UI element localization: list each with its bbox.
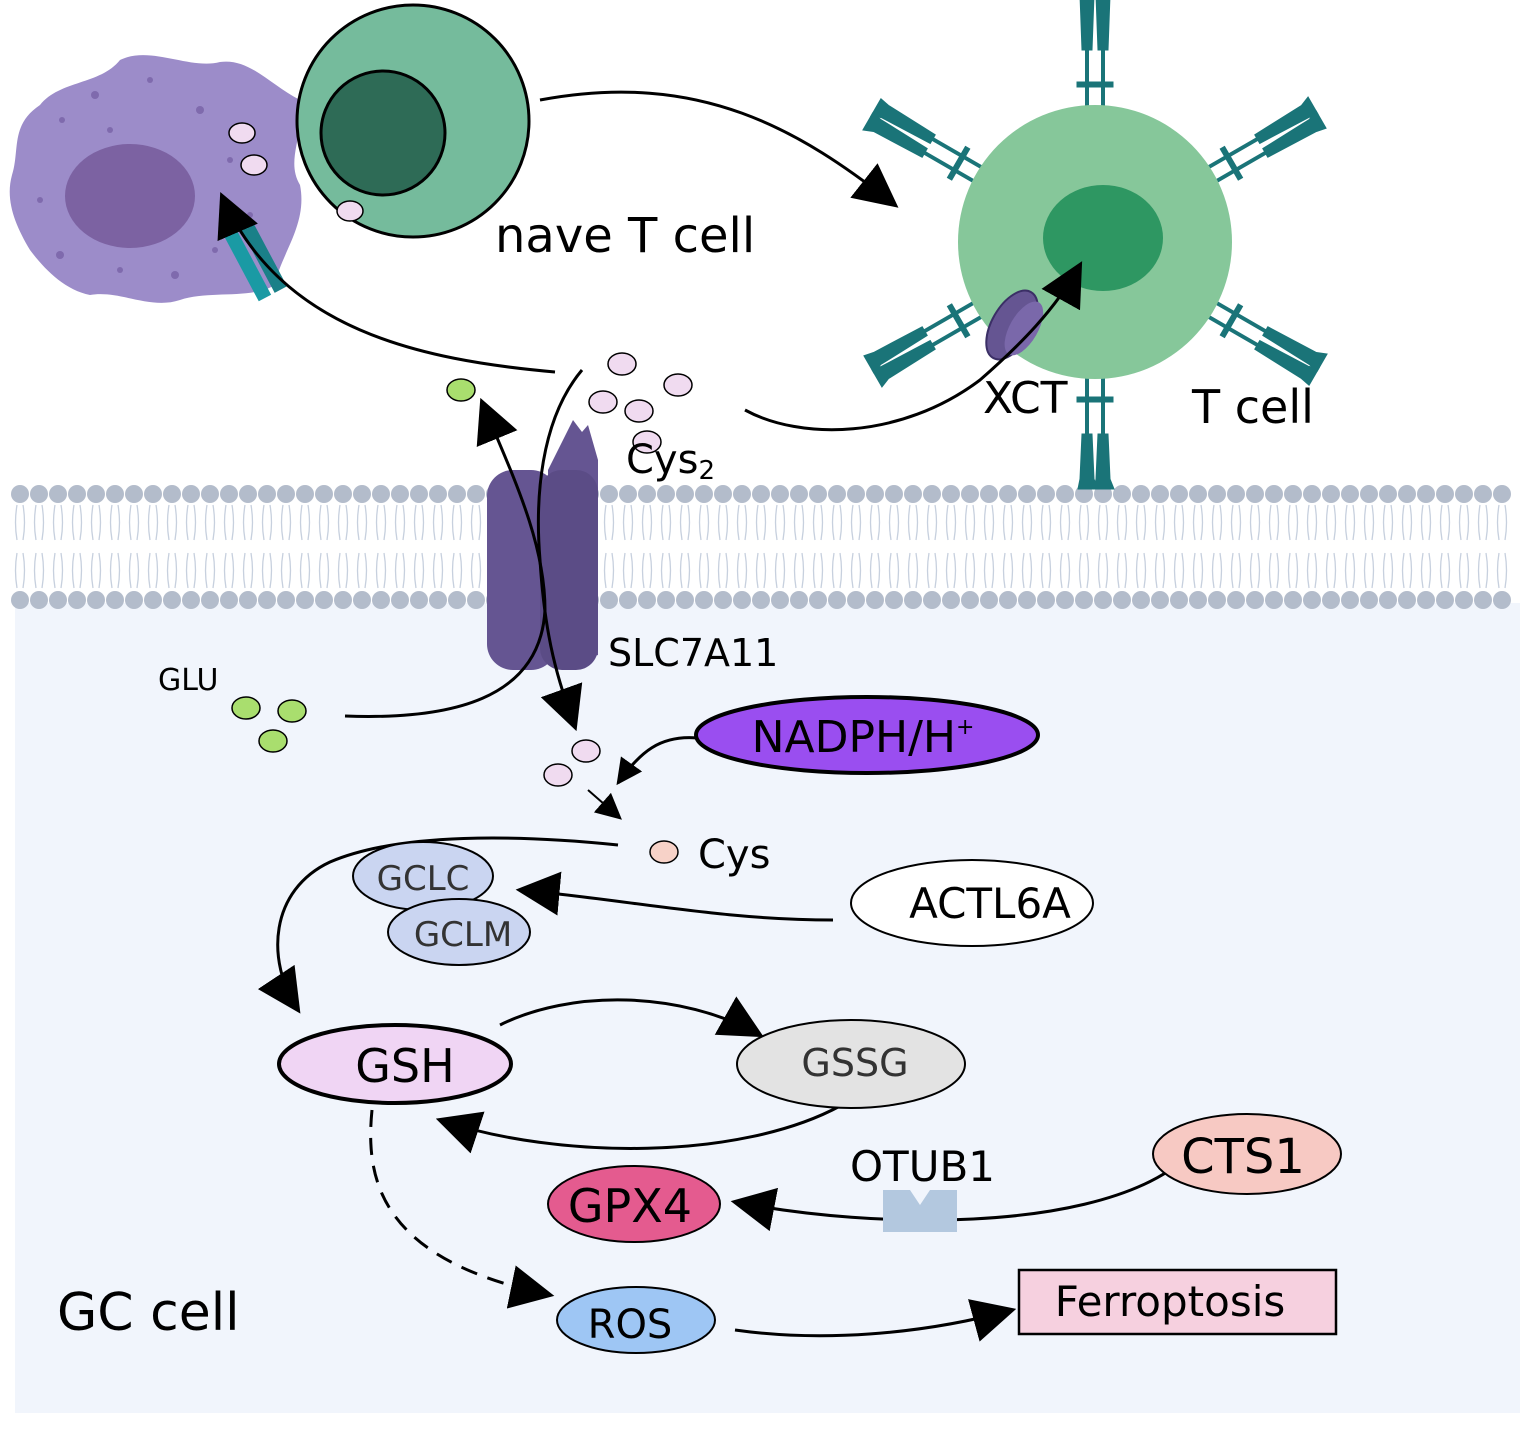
xct-label: XCT [983, 373, 1068, 424]
cystine-dots-inside [543, 739, 601, 787]
ros-node: ROS [556, 1286, 716, 1354]
glutamate-dots-inside [231, 696, 307, 753]
cts1-node: CTS1 [1152, 1113, 1342, 1195]
cys2-subscript: 2 [698, 456, 715, 486]
ferroptosis-label: Ferroptosis [1055, 1277, 1286, 1326]
svg-text:NADPH/H+: NADPH/H+ [752, 712, 975, 763]
macrophage-cell [9, 55, 302, 303]
cystine-dots-membrane [588, 352, 693, 454]
t-cell-label: T cell [1191, 380, 1314, 434]
ferroptosis-node: Ferroptosis [1017, 1268, 1338, 1336]
gsh-node: GSH [277, 1023, 513, 1105]
arrow-cystine-reduce [587, 789, 622, 820]
arrow-gsh-to-gssg [499, 996, 764, 1038]
gclc-label: GCLC [377, 859, 470, 899]
arrow-cts1-to-gpx4 [730, 1168, 1171, 1232]
nadph-superscript: + [956, 715, 974, 740]
arrow-nadph [616, 736, 698, 786]
gsh-label: GSH [355, 1039, 454, 1093]
arrow-naive-to-tcell [539, 90, 899, 208]
gssg-label: GSSG [801, 1041, 908, 1085]
glutamate-dot-outside [446, 378, 476, 402]
arrow-ros-to-ferroptosis [734, 1299, 1017, 1342]
nadph-label: NADPH/H [752, 712, 956, 763]
arrow-gssg-to-gsh [435, 1104, 841, 1154]
gpx4-label: GPX4 [568, 1179, 692, 1233]
nadph-node: NADPH/H+ [694, 695, 1040, 775]
arrow-cystine-import [536, 369, 584, 732]
naive-t-cell-label: nave T cell [495, 208, 755, 264]
gclm-label: GCLM [414, 915, 512, 955]
arrow-to-xct [744, 261, 1083, 432]
otub1-label: OTUB1 [850, 1142, 995, 1191]
gclm-node: GCLM [387, 898, 531, 966]
arrow-cys-to-gsh [257, 836, 619, 1014]
cys-dot [649, 840, 679, 864]
arrow-gsh-to-ros [369, 1109, 555, 1309]
glu-label: GLU [158, 663, 218, 698]
cys2-label: Cys [626, 437, 698, 483]
slc7a11-label: SLC7A11 [608, 631, 778, 675]
arrow-actl6a [515, 871, 834, 922]
ros-label: ROS [588, 1302, 673, 1348]
arrows [217, 90, 1171, 1342]
gssg-node: GSSG [736, 1019, 966, 1109]
arrow-to-macrophage [217, 191, 556, 374]
cts1-label: CTS1 [1181, 1129, 1305, 1185]
naive-t-cell [295, 3, 531, 239]
cell-membrane [11, 485, 1511, 609]
gc-cell-label: GC cell [57, 1283, 240, 1343]
svg-text:Cys2: Cys2 [626, 437, 715, 486]
cystine-dots-top [228, 122, 364, 222]
actl6a-label: ACTL6A [909, 879, 1071, 928]
actl6a-node: ACTL6A [850, 859, 1094, 947]
otub1-glyph [883, 1190, 957, 1232]
cys-label: Cys [698, 832, 770, 878]
gpx4-node: GPX4 [547, 1165, 721, 1243]
